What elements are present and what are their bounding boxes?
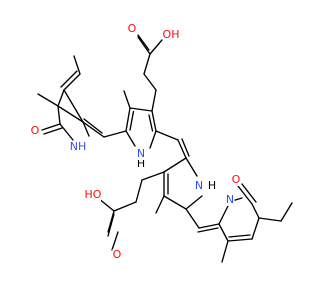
atom-label-n-ring4: N (226, 193, 234, 206)
atom-label-backdrop (163, 29, 179, 41)
atom-label-o-lactam1: O (31, 124, 40, 137)
atom-label-backdrop (136, 148, 146, 160)
atom-label-backdrop (194, 180, 204, 192)
atom-label-backdrop (127, 23, 137, 35)
atom-label-n-pyrrole1: N (137, 147, 145, 160)
atom-label-h-pyrrole2: H (208, 179, 216, 192)
atom-label-o-acid2-oh: HO (85, 188, 102, 201)
atom-label-backdrop (30, 125, 40, 137)
atom-label-o-acid1-dbl: O (128, 22, 137, 35)
atom-label-nh-ring1: NH (70, 140, 87, 153)
atom-label-o-acid2-dbl: O (113, 248, 122, 261)
atom-label-backdrop (85, 189, 101, 201)
atom-label-backdrop (136, 158, 146, 170)
atom-label-o-acid1-oh: OH (163, 28, 180, 41)
atom-label-backdrop (231, 174, 241, 186)
bond-lines (37, 34, 293, 263)
atom-label-backdrop (70, 141, 86, 153)
atom-label-n-pyrrole2: N (195, 179, 203, 192)
atom-label-h-pyrrole1: H (137, 157, 145, 170)
atom-label-o-lactam2: O (232, 173, 241, 186)
atom-label-backdrop (207, 180, 217, 192)
atom-label-backdrop (112, 249, 122, 261)
atom-label-backdrop (225, 194, 235, 206)
